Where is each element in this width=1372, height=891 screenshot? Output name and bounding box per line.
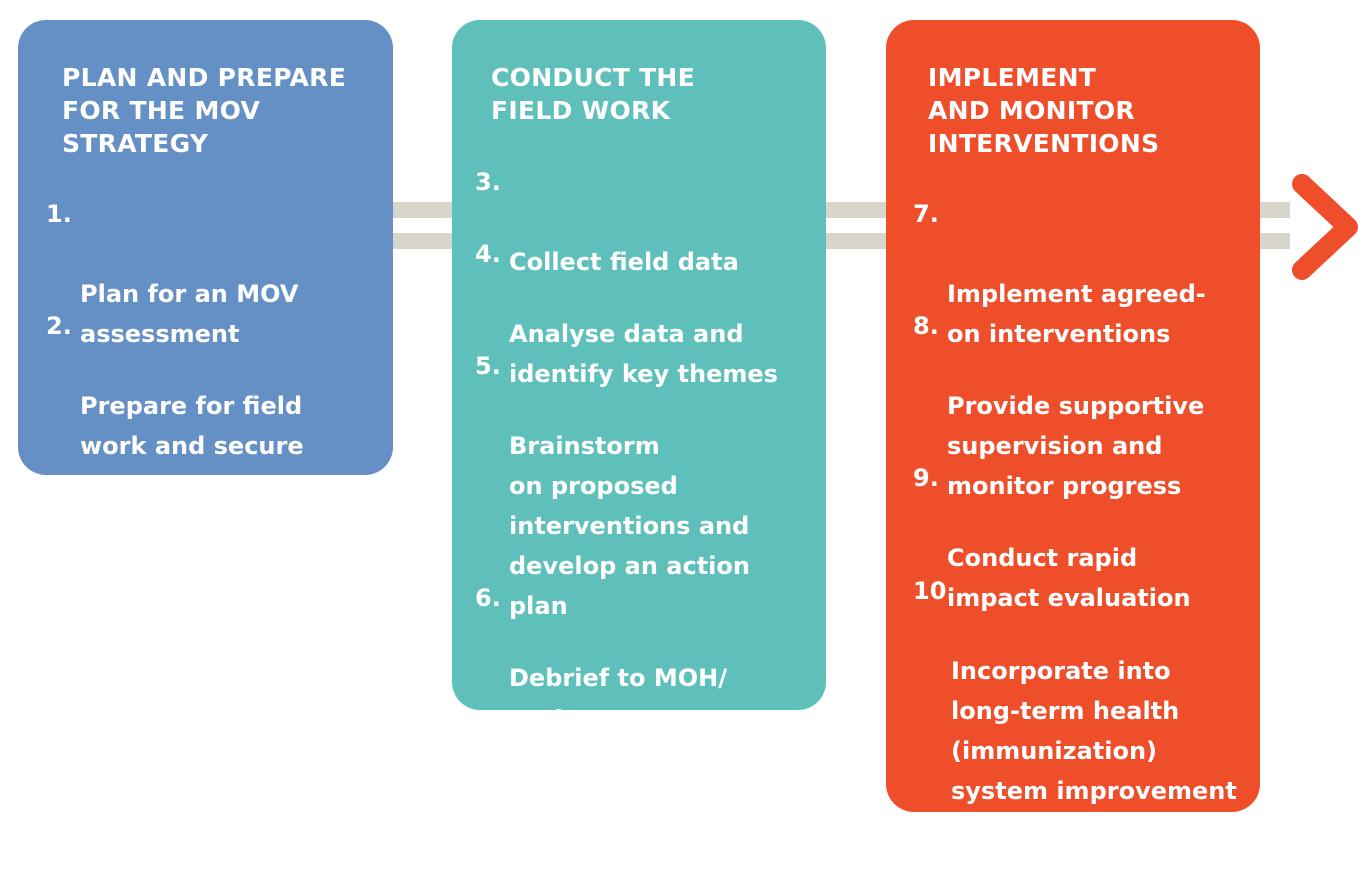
- step-item: 6. Debrief to MOH/ partners: [475, 578, 727, 778]
- arrow-right-icon: [1292, 174, 1358, 280]
- phase-panel-field-work: CONDUCT THE FIELD WORK 3. Collect field …: [452, 20, 826, 732]
- phase-title: PLAN AND PREPARE FOR THE MOV STRATEGY: [62, 63, 347, 158]
- step-item: 4. Analyse data and identify key themes: [475, 234, 778, 434]
- step-text: Prepare for field work and secure fundin…: [80, 392, 304, 500]
- step-item: 7. Implement agreed- on interventions: [913, 194, 1206, 394]
- step-text: Provide supportive supervision and monit…: [947, 392, 1205, 500]
- step-text: Brainstorm on proposed interventions and…: [509, 432, 750, 620]
- step-number: 7.: [913, 200, 939, 228]
- step-item: 9. Conduct rapid impact evaluation: [913, 458, 1191, 658]
- phase-panel-plan-prepare: PLAN AND PREPARE FOR THE MOV STRATEGY 1.…: [18, 20, 393, 500]
- phase-title: CONDUCT THE FIELD WORK: [491, 63, 696, 125]
- step-text: Plan for an MOV assessment: [80, 280, 299, 348]
- step-number: 1.: [46, 200, 72, 228]
- step-item: 3. Collect field data: [475, 162, 739, 322]
- step-number: 6.: [475, 584, 501, 612]
- step-item: 5. Brainstorm on proposed interventions …: [475, 346, 750, 666]
- step-text: Conduct rapid impact evaluation: [947, 544, 1191, 612]
- step-number: 10.: [913, 577, 956, 605]
- step-item: 8. Provide supportive supervision and mo…: [913, 306, 1204, 546]
- step-item: 1. Plan for an MOV assessment: [46, 194, 298, 394]
- step-text: Incorporate into long-term health (immun…: [951, 657, 1237, 845]
- step-text: Analyse data and identify key themes: [509, 320, 778, 388]
- step-text: Implement agreed- on interventions: [947, 280, 1206, 348]
- step-item: 2. Prepare for field work and secure fun…: [46, 306, 304, 546]
- step-number: 5.: [475, 352, 501, 380]
- step-number: 9.: [913, 464, 939, 492]
- step-number: 4.: [475, 240, 501, 268]
- step-number: 2.: [46, 312, 72, 340]
- step-item: 10. Incorporate into long-term health (i…: [913, 571, 1237, 891]
- phase-panel-implement-monitor: IMPLEMENT AND MONITOR INTERVENTIONS 7. I…: [886, 20, 1260, 845]
- step-number: 8.: [913, 312, 939, 340]
- step-number: 3.: [475, 168, 501, 196]
- phase-title: IMPLEMENT AND MONITOR INTERVENTIONS: [928, 63, 1160, 158]
- step-text: Collect field data: [509, 248, 739, 276]
- step-text: Debrief to MOH/ partners: [509, 664, 727, 732]
